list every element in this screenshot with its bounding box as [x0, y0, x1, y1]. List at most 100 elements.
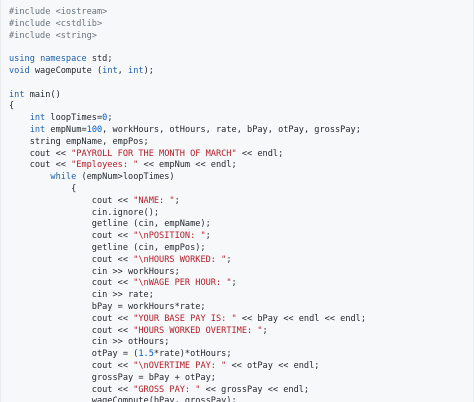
code-token: cout <<	[9, 254, 134, 265]
code-token: ;	[231, 278, 237, 289]
code-token: );	[143, 65, 154, 76]
code-line: cin >> otHours;	[9, 337, 473, 349]
code-token: cout <<	[9, 325, 134, 336]
code-token: 100	[86, 124, 103, 135]
code-line	[9, 78, 473, 90]
code-token: ,	[117, 65, 129, 76]
code-token: cout <<	[9, 195, 134, 206]
code-token: int	[9, 89, 25, 100]
code-token: "\nHOURS WORKED: "	[133, 254, 227, 265]
code-line: int loopTimes=0;	[9, 113, 473, 125]
code-token: int	[29, 124, 46, 135]
code-token: wageCompute(bPay, grossPay);	[9, 396, 237, 402]
code-token: bPay = workHours*rate;	[9, 301, 206, 312]
code-line: grossPay = bPay + otPay;	[9, 373, 473, 385]
code-token: , workHours, otHours, rate, bPay, otPay,…	[102, 124, 361, 135]
code-line: int empNum=100, workHours, otHours, rate…	[9, 125, 473, 137]
code-token: (empNum>loopTimes)	[76, 172, 175, 183]
code-token: using	[9, 54, 35, 65]
code-token: cin >> workHours;	[9, 266, 180, 277]
code-token	[9, 113, 30, 123]
code-token: getline (cin, empPos);	[9, 242, 206, 253]
code-line: cin.ignore();	[9, 208, 473, 220]
code-line: getline (cin, empName);	[9, 219, 473, 231]
code-line: {	[9, 101, 473, 113]
code-line: #include <iostream>	[9, 7, 473, 19]
code-line: cout << "HOURS WORKED OVERTIME: ";	[9, 326, 473, 338]
code-token	[9, 125, 30, 135]
code-token: {	[9, 101, 15, 112]
code-token: << endl;	[236, 148, 284, 159]
code-line: cout << "\nWAGE PER HOUR: ";	[9, 278, 473, 290]
code-token: #include <iostream>	[9, 7, 108, 17]
code-line: cout << "YOUR BASE PAY IS: " << bPay << …	[9, 314, 473, 326]
code-token: cin >> rate;	[9, 290, 154, 301]
code-line: cin >> rate;	[9, 290, 473, 302]
code-token: int	[102, 65, 118, 76]
code-token: main()	[24, 89, 61, 100]
code-token: "NAME: "	[133, 195, 175, 206]
code-token: grossPay = bPay + otPay;	[9, 372, 216, 383]
code-line: cin >> workHours;	[9, 267, 473, 279]
code-token: << grossPay << endl;	[200, 384, 310, 395]
code-token: 1.5	[138, 349, 154, 360]
code-line: cout << "NAME: ";	[9, 196, 473, 208]
code-line: cout << "Employees: " << empNum << endl;	[9, 160, 473, 172]
code-token: empNum=	[45, 124, 87, 135]
code-token: ;	[205, 231, 211, 242]
code-token: otPay = (	[9, 349, 139, 360]
code-token: wageCompute (	[29, 65, 103, 76]
code-line: #include <cstdlib>	[9, 19, 473, 31]
code-line: otPay = (1.5*rate)*otHours;	[9, 349, 473, 361]
code-token: "HOURS WORKED OVERTIME: "	[133, 325, 263, 336]
code-token: 0	[102, 113, 108, 124]
code-line: {	[9, 184, 473, 196]
code-token: #include <cstdlib>	[9, 18, 103, 29]
code-token: int	[29, 113, 46, 124]
code-token: ;	[226, 254, 232, 265]
code-token: int	[128, 65, 144, 76]
code-line: string empName, empPos;	[9, 137, 473, 149]
code-token: "\nWAGE PER HOUR: "	[133, 278, 232, 289]
code-line: cout << "\nOVERTIME PAY: " << otPay << e…	[9, 361, 473, 373]
code-line: bPay = workHours*rate;	[9, 302, 473, 314]
code-token: getline (cin, empName);	[9, 219, 211, 230]
code-token	[9, 172, 50, 182]
code-token: ;	[174, 195, 180, 206]
code-token: string empName, empPos;	[9, 136, 149, 147]
code-token: cout <<	[9, 278, 134, 289]
code-line: while (empNum>loopTimes)	[9, 172, 473, 184]
code-token: "\nOVERTIME PAY: "	[133, 360, 227, 371]
code-token: namespace	[40, 54, 87, 65]
code-token: void	[9, 65, 30, 76]
code-token: cout <<	[9, 148, 72, 159]
code-token: std;	[86, 54, 113, 65]
code-token: "Employees: "	[71, 160, 139, 171]
code-token: ;	[107, 113, 113, 124]
code-token: cout <<	[9, 313, 134, 324]
code-line: int main()	[9, 90, 473, 102]
code-token: << bPay << endl << endl;	[236, 313, 367, 324]
code-token: << otPay << endl;	[226, 360, 320, 371]
code-token: loopTimes=	[45, 113, 103, 124]
code-line: cout << "\nHOURS WORKED: ";	[9, 255, 473, 267]
code-token: "GROSS PAY: "	[133, 384, 201, 395]
code-token: "YOUR BASE PAY IS: "	[133, 313, 237, 324]
code-token: "\nPOSITION: "	[133, 231, 206, 242]
code-token: cout <<	[9, 231, 134, 242]
code-token: cin >> otHours;	[9, 337, 170, 348]
code-token: #include <string>	[9, 30, 97, 41]
code-token: cout <<	[9, 360, 134, 371]
code-token: "PAYROLL FOR THE MONTH OF MARCH"	[71, 148, 237, 159]
code-token: cout <<	[9, 384, 134, 395]
code-token: cout <<	[9, 160, 72, 171]
code-token: cin.ignore();	[9, 207, 160, 218]
code-line: void wageCompute (int, int);	[9, 66, 473, 78]
code-line: #include <string>	[9, 31, 473, 43]
code-line: wageCompute(bPay, grossPay);	[9, 396, 473, 402]
code-line: getline (cin, empPos);	[9, 243, 473, 255]
code-token: {	[9, 183, 77, 194]
code-line: cout << "GROSS PAY: " << grossPay << end…	[9, 385, 473, 397]
